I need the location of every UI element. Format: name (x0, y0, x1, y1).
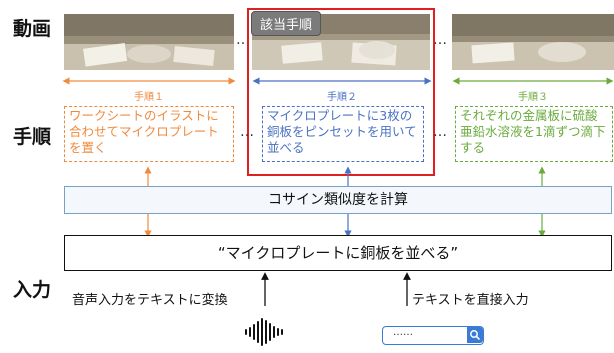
steps-row-label: 手順 (13, 126, 52, 148)
input-row-label: 入力 (13, 279, 52, 301)
video-row-label: 動画 (13, 18, 52, 40)
voice-input-label: 音声入力をテキストに変換 (72, 293, 228, 308)
step2-text-box: マイクロプレートに3枚の銅板をピンセットを用いて並べる (262, 106, 424, 162)
search-placeholder: …… (393, 327, 413, 338)
separator-dots-4: … (433, 124, 448, 140)
text-input-label: テキストを直接入力 (412, 293, 529, 308)
search-input[interactable]: …… (382, 326, 484, 345)
step3-name: 手順３ (518, 92, 548, 103)
separator-dots-1: … (236, 32, 251, 48)
separator-dots-2: … (433, 32, 448, 48)
cosine-similarity-bar: コサイン類似度を計算 (64, 186, 612, 214)
search-button[interactable] (467, 327, 483, 343)
video-frame-1 (64, 14, 234, 70)
step1-text-box: ワークシートのイラストに合わせてマイクロプレートを置く (64, 106, 234, 162)
input-text-box: “マイクロプレートに銅板を並べる” (64, 235, 612, 271)
step-range-arrows (62, 77, 614, 85)
separator-dots-3: … (240, 124, 255, 140)
step1-name: 手順１ (134, 92, 164, 103)
search-icon (470, 330, 480, 340)
step2-name: 手順２ (327, 92, 357, 103)
input-source-arrows (261, 272, 411, 306)
step3-text-box: それぞれの金属板に硫酸亜鉛水溶液を1滴ずつ滴下する (455, 106, 613, 162)
similarity-arrows (144, 166, 546, 238)
video-frame-3 (452, 14, 614, 70)
matched-step-highlight (247, 8, 435, 176)
matched-step-badge: 該当手順 (251, 11, 322, 36)
sound-wave-icon (245, 318, 283, 346)
